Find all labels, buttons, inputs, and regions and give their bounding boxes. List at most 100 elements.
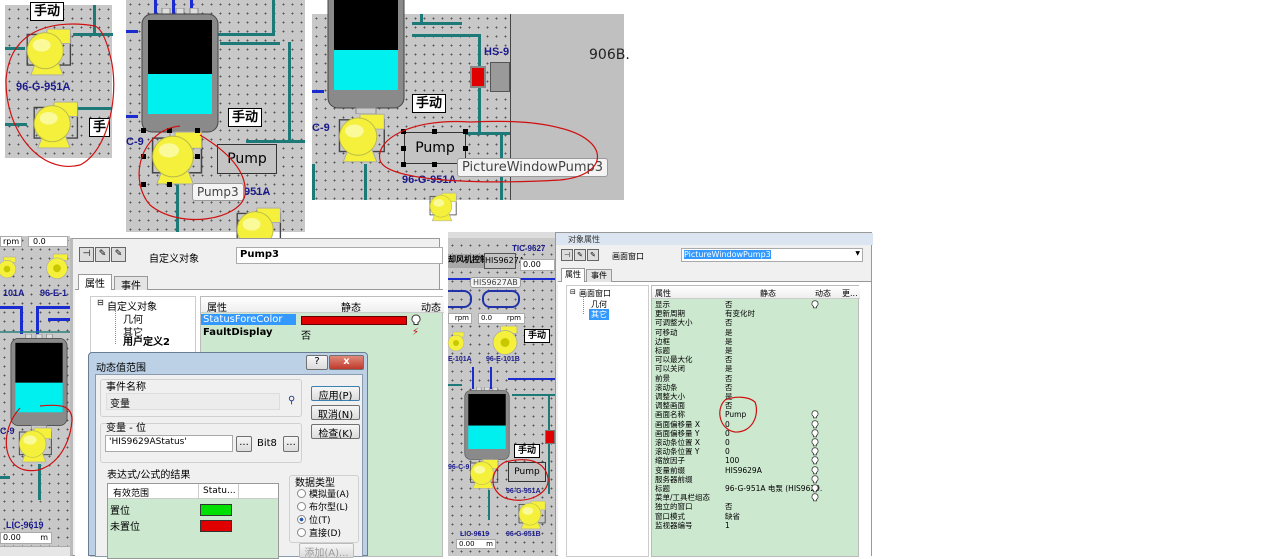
fan-icon[interactable] xyxy=(44,252,70,282)
property-row[interactable]: 更新周期有变化时 xyxy=(652,309,860,318)
tank-icon[interactable] xyxy=(138,8,222,138)
tree-item-misc[interactable]: 其它 xyxy=(589,309,609,320)
rpm-field[interactable]: 0.0 xyxy=(28,236,68,247)
property-value[interactable]: 是 xyxy=(725,364,733,374)
fan-icon[interactable] xyxy=(0,254,18,282)
manual-mode-label[interactable]: 手动 xyxy=(30,2,65,21)
property-row-fault-display[interactable]: FaultDisplay xyxy=(203,327,273,338)
property-row[interactable]: 可移动是 xyxy=(652,328,860,337)
check-button[interactable]: 检查(K) xyxy=(311,424,360,440)
pin-icon[interactable]: ⊣ xyxy=(79,247,94,262)
level-field[interactable]: 0.00 m xyxy=(0,532,52,544)
property-value[interactable]: 100 xyxy=(725,456,740,466)
variable-field[interactable]: 'HIS9629AStatus' xyxy=(105,435,233,452)
valve-icon[interactable] xyxy=(545,430,555,444)
dropdown-arrow-icon[interactable]: ▼ xyxy=(855,250,860,257)
tree-root[interactable]: 自定义对象 xyxy=(107,302,157,313)
radio-direct[interactable]: 直接(D) xyxy=(297,526,341,539)
radio-analog[interactable]: 模拟量(A) xyxy=(297,487,349,500)
tree-item-user-defined[interactable]: 用户定义2 xyxy=(123,337,170,348)
tab-properties[interactable]: 属性 xyxy=(78,274,112,290)
pump-icon[interactable] xyxy=(422,192,462,222)
lightning-icon[interactable]: ⚡ xyxy=(412,327,420,338)
tree-item-geometry[interactable]: 几何 xyxy=(591,300,607,309)
apply-button[interactable]: 应用(P) xyxy=(311,386,360,402)
column-header[interactable]: 属性 xyxy=(655,289,671,298)
picture-window-pump[interactable]: Pump xyxy=(217,144,277,174)
property-value[interactable]: 1 xyxy=(725,520,730,530)
property-value[interactable]: Pump xyxy=(725,410,747,420)
valve-icon[interactable] xyxy=(470,66,486,88)
lightbulb-icon[interactable] xyxy=(411,314,421,326)
picture-window-pump[interactable]: Pump xyxy=(508,462,546,482)
property-row[interactable]: 可以最大化否 xyxy=(652,355,860,364)
copy-icon[interactable]: ✎ xyxy=(111,247,126,262)
property-value[interactable]: 是 xyxy=(725,392,733,401)
property-value[interactable]: 是 xyxy=(725,346,733,355)
set-color-swatch[interactable] xyxy=(200,504,232,516)
pump-icon[interactable] xyxy=(332,112,388,164)
lightbulb-icon[interactable] xyxy=(811,429,819,438)
manual-mode-label[interactable]: 手 xyxy=(89,118,111,137)
lightbulb-icon[interactable] xyxy=(811,438,819,447)
column-header[interactable]: 属性 xyxy=(207,303,227,314)
link-icon[interactable]: ⚲ xyxy=(288,395,296,406)
property-row[interactable]: 显示否 xyxy=(652,300,860,309)
property-row[interactable]: 前景否 xyxy=(652,374,860,383)
tree-item-geometry[interactable]: 几何 xyxy=(123,315,143,326)
property-row[interactable]: 可调整大小否 xyxy=(652,318,860,327)
tank-icon[interactable] xyxy=(463,387,511,463)
tree-root[interactable]: 画面窗口 xyxy=(579,289,611,298)
property-value[interactable]: 否 xyxy=(725,373,733,383)
property-row[interactable]: 调整大小是 xyxy=(652,392,860,401)
pump-icon[interactable] xyxy=(20,27,74,77)
tank-icon[interactable] xyxy=(8,334,70,430)
property-value[interactable]: 是 xyxy=(725,336,733,346)
property-value[interactable]: 否 xyxy=(301,331,311,342)
radio-boolean[interactable]: 布尔型(L) xyxy=(297,500,348,513)
column-header[interactable]: 有效范围 xyxy=(113,489,150,499)
column-header[interactable]: 动态 xyxy=(421,303,441,314)
manual-mode-label[interactable]: 手动 xyxy=(524,329,551,343)
property-value[interactable]: 0 xyxy=(725,447,730,457)
property-value[interactable]: 是 xyxy=(725,327,733,337)
lightbulb-icon[interactable] xyxy=(811,493,819,502)
property-row[interactable]: 菜单/工具栏组态 xyxy=(652,493,860,502)
lightbulb-icon[interactable] xyxy=(811,447,819,456)
property-row[interactable]: 可以关闭是 xyxy=(652,364,860,373)
lightbulb-icon[interactable] xyxy=(811,410,819,419)
property-value[interactable]: 否 xyxy=(725,502,733,512)
lightbulb-icon[interactable] xyxy=(811,456,819,465)
column-header[interactable]: 动态 xyxy=(815,289,831,298)
manual-mode-label[interactable]: 手动 xyxy=(228,108,263,127)
property-row[interactable]: 边框是 xyxy=(652,337,860,346)
column-header[interactable]: 更... xyxy=(842,289,858,298)
property-row[interactable]: 滚动条否 xyxy=(652,383,860,392)
close-button[interactable]: x xyxy=(329,355,364,370)
pump-icon[interactable] xyxy=(514,500,548,530)
column-header[interactable]: Statu... xyxy=(203,486,236,496)
property-value[interactable]: 否 xyxy=(725,318,733,328)
fan-icon[interactable] xyxy=(490,326,520,356)
object-name-field[interactable]: Pump3 xyxy=(236,247,443,264)
property-row-status-fore-color[interactable]: StatusForeColor xyxy=(201,314,296,325)
property-value[interactable]: 否 xyxy=(725,355,733,365)
manual-mode-label[interactable]: 手动 xyxy=(514,444,541,458)
property-value[interactable]: 否 xyxy=(725,382,733,392)
column-header[interactable]: 静态 xyxy=(760,289,776,298)
tab-events[interactable]: 事件 xyxy=(114,276,148,292)
property-value[interactable]: 96-G-951A 电泵 (HIS9629. xyxy=(725,484,823,493)
lightbulb-icon[interactable] xyxy=(811,475,819,484)
property-value[interactable]: 否 xyxy=(725,401,733,411)
property-value[interactable]: 缺省 xyxy=(725,511,740,521)
copy-icon[interactable]: ✎ xyxy=(587,249,599,261)
property-row[interactable]: 调整画面否 xyxy=(652,401,860,410)
